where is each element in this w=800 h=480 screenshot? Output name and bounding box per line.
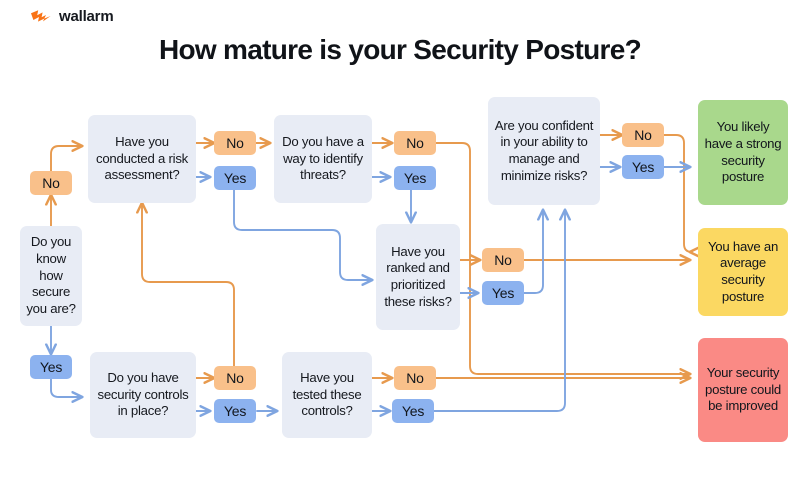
question-risk-assessment[interactable]: Have you conducted a risk assessment?	[88, 115, 196, 203]
pill-tested-no[interactable]: No	[394, 366, 436, 390]
pill-confident-yes[interactable]: Yes	[622, 155, 664, 179]
pill-risk-assessment-yes[interactable]: Yes	[214, 166, 256, 190]
pill-identify-threats-yes[interactable]: Yes	[394, 166, 436, 190]
question-identify-threats[interactable]: Do you have a way to identify threats?	[274, 115, 372, 203]
question-confident-manage[interactable]: Are you confident in your ability to man…	[488, 97, 600, 205]
page-title: How mature is your Security Posture?	[158, 34, 642, 65]
pill-ranked-risks-yes[interactable]: Yes	[482, 281, 524, 305]
question-security-controls[interactable]: Do you have security controls in place?	[90, 352, 196, 438]
pill-confident-no[interactable]: No	[622, 123, 664, 147]
brand-logo: wallarm	[30, 8, 114, 25]
question-ranked-risks[interactable]: Have you ranked and prioritized these ri…	[376, 224, 460, 330]
question-know-secure[interactable]: Do you know how secure you are?	[20, 226, 82, 326]
pill-ranked-risks-no[interactable]: No	[482, 248, 524, 272]
wallarm-lightning-icon	[31, 9, 51, 22]
pill-tested-yes[interactable]: Yes	[392, 399, 434, 423]
outcome-improve-posture: Your security posture could be improved	[698, 338, 788, 442]
pill-controls-yes[interactable]: Yes	[214, 399, 256, 423]
brand-name: wallarm	[59, 8, 114, 25]
pill-know-secure-no[interactable]: No	[30, 171, 72, 195]
question-tested-controls[interactable]: Have you tested these controls?	[282, 352, 372, 438]
pill-know-secure-yes[interactable]: Yes	[30, 355, 72, 379]
outcome-strong-posture: You likely have a strong security postur…	[698, 100, 788, 205]
pill-risk-assessment-no[interactable]: No	[214, 131, 256, 155]
pill-controls-no[interactable]: No	[214, 366, 256, 390]
outcome-average-posture: You have an average security posture	[698, 228, 788, 316]
pill-identify-threats-no[interactable]: No	[394, 131, 436, 155]
